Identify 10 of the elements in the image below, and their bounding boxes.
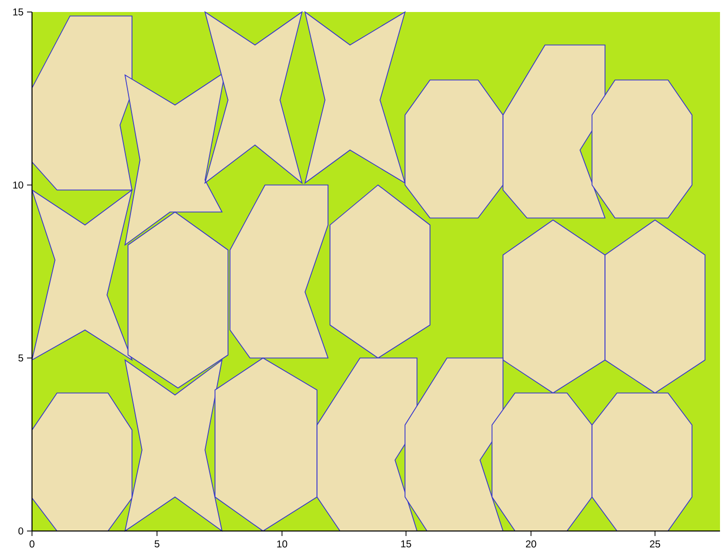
tick-label: 15 [13, 8, 24, 16]
tick-label: 0 [30, 540, 34, 548]
tick-label: 15 [401, 540, 412, 548]
tick-label: 10 [13, 181, 24, 189]
tick-label: 20 [526, 540, 536, 548]
tick-label: 0 [18, 527, 24, 535]
tick-label: 25 [650, 540, 660, 548]
tick-label: 5 [18, 354, 24, 362]
tick-label: 5 [154, 540, 160, 548]
tick-label: 10 [277, 540, 288, 548]
